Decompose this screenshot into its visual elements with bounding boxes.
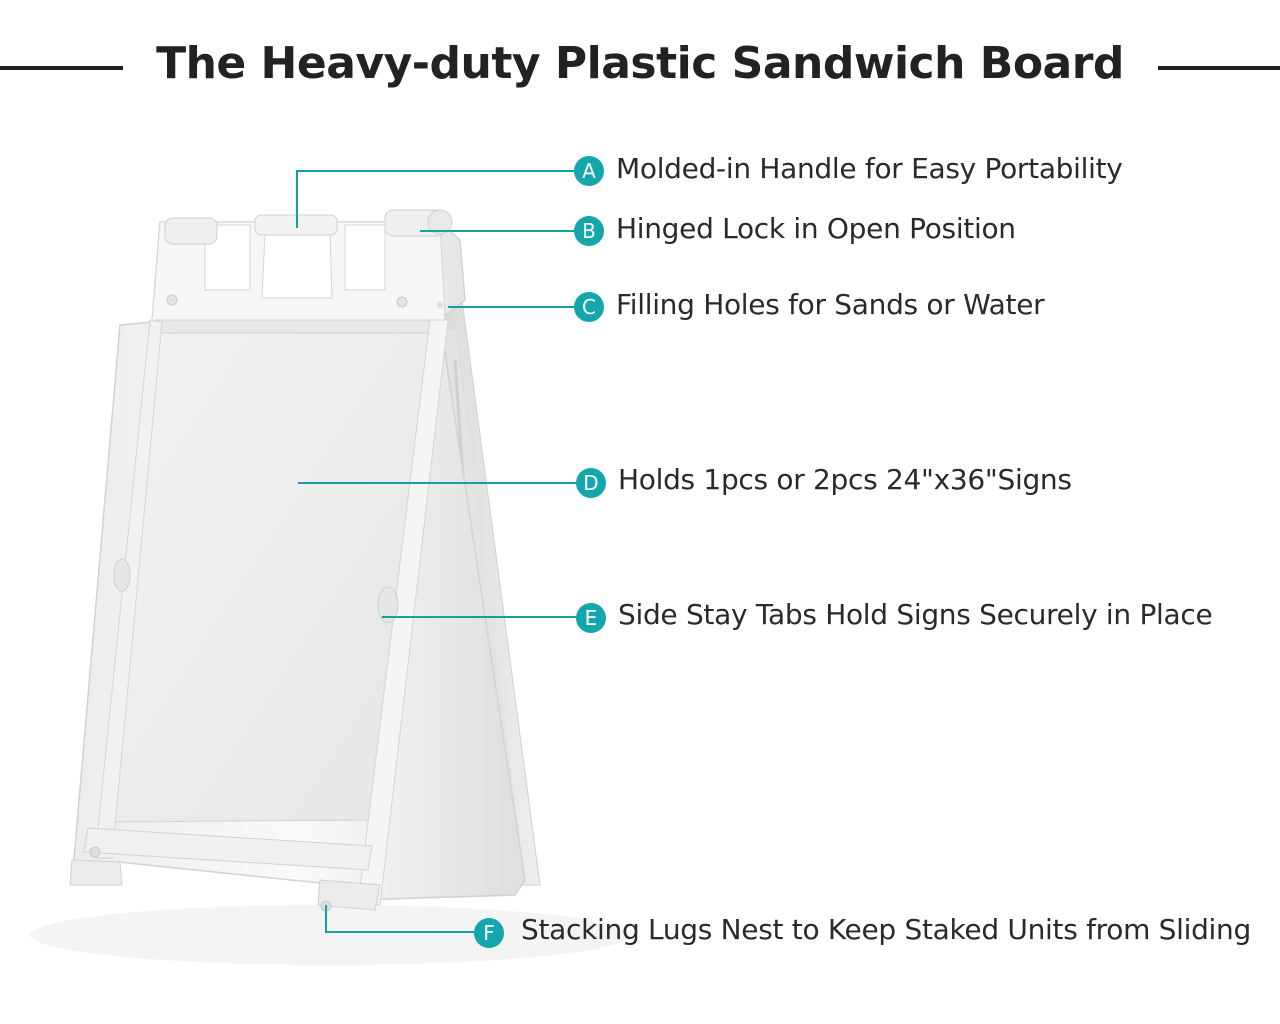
callout-badge-a: A — [574, 156, 604, 186]
title-rule-right — [1158, 66, 1280, 70]
leader-f-horizontal — [325, 931, 475, 933]
leader-f-vertical — [325, 905, 327, 932]
leader-e — [382, 616, 578, 618]
callout-label-a: Molded-in Handle for Easy Portability — [616, 152, 1123, 185]
page-title: The Heavy-duty Plastic Sandwich Board — [156, 38, 1124, 89]
title-rule-left — [0, 66, 123, 70]
callout-label-f: Stacking Lugs Nest to Keep Staked Units … — [521, 913, 1251, 946]
callout-label-b: Hinged Lock in Open Position — [616, 212, 1016, 245]
callout-label-d: Holds 1pcs or 2pcs 24"x36"Signs — [618, 463, 1072, 496]
leader-b — [420, 230, 578, 232]
callout-badge-c: C — [574, 292, 604, 322]
callout-badge-d: D — [576, 468, 606, 498]
leader-c — [448, 306, 578, 308]
callout-badge-f: F — [474, 918, 504, 948]
callout-badge-e: E — [576, 603, 606, 633]
leader-a-horizontal — [296, 170, 578, 172]
callout-badge-b: B — [574, 216, 604, 246]
callout-label-e: Side Stay Tabs Hold Signs Securely in Pl… — [618, 598, 1213, 631]
leader-a-vertical — [296, 170, 298, 228]
leader-d — [298, 482, 578, 484]
callout-label-c: Filling Holes for Sands or Water — [616, 288, 1045, 321]
